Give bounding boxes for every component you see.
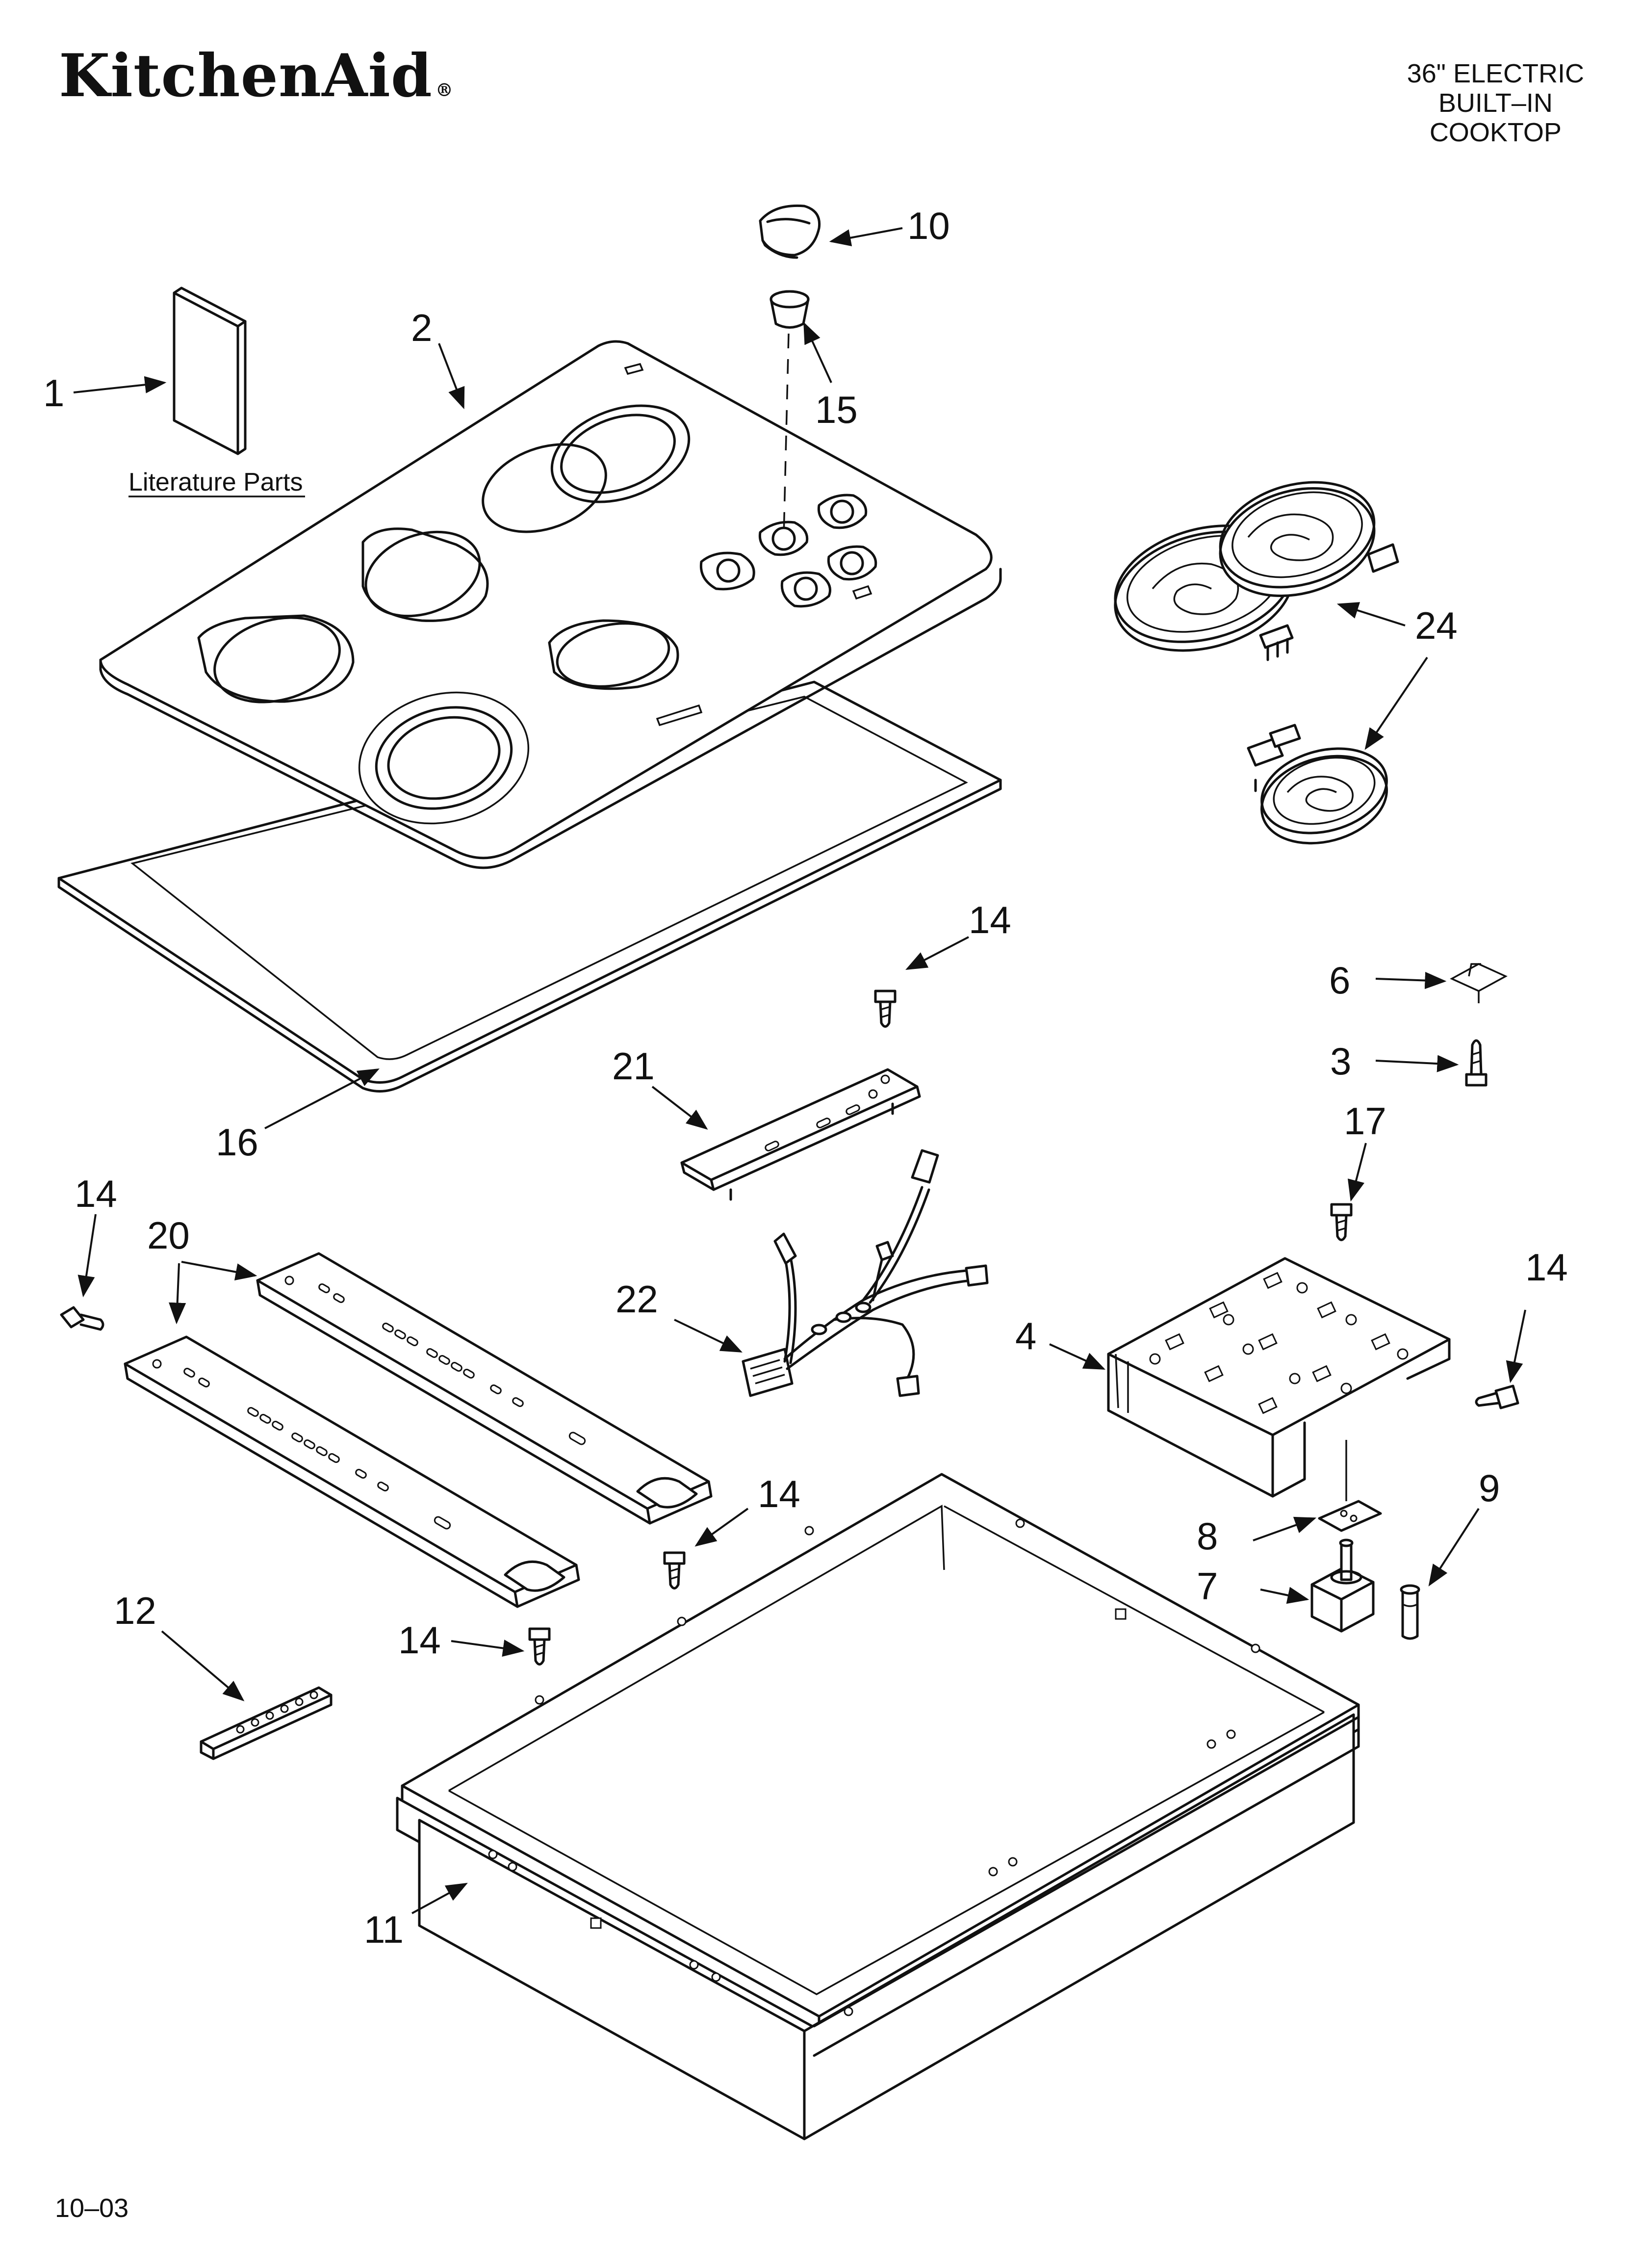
callout-11: 11 [364, 1908, 404, 1951]
callout-22: 22 [616, 1277, 658, 1321]
dual-radiant-element [1114, 481, 1399, 661]
callout-24: 24 [1415, 604, 1458, 647]
screw-right-side [1475, 1384, 1519, 1409]
screw-left-side [60, 1306, 104, 1331]
callout-12: 12 [114, 1589, 156, 1632]
knob-axis-line [783, 333, 790, 538]
callout-14-top: 14 [969, 898, 1011, 941]
screw-lower-left [528, 1627, 551, 1666]
screw-top-bracket [874, 990, 897, 1028]
literature-booklet [173, 287, 247, 455]
cooktop-gasket [57, 680, 1002, 1093]
literature-label: Literature Parts [128, 468, 303, 496]
callout-9: 9 [1479, 1466, 1500, 1510]
callout-leaders [73, 227, 1526, 1914]
registered-mark: ® [435, 80, 454, 101]
callout-16: 16 [216, 1121, 258, 1164]
element-clip [1450, 963, 1508, 1003]
callout-20: 20 [147, 1214, 190, 1257]
screw-lower-middle [663, 1551, 686, 1590]
clip-screw [1465, 1039, 1488, 1087]
callout-15: 15 [815, 388, 858, 431]
front-bracket [680, 1068, 921, 1201]
callout-7: 7 [1197, 1564, 1218, 1608]
brand-name: KitchenAid [59, 41, 433, 110]
knob-insert [770, 290, 810, 329]
control-box [1107, 1257, 1451, 1498]
push-pin [1400, 1584, 1420, 1640]
model-description: 36" ELECTRIC BUILT–IN COOKTOP [1407, 59, 1584, 147]
mounting-plate [1318, 1500, 1382, 1532]
callout-10: 10 [907, 204, 950, 247]
callout-21: 21 [612, 1044, 655, 1088]
model-line-1: 36" ELECTRIC [1407, 59, 1584, 88]
side-bracket-front [124, 1335, 580, 1608]
callout-labels: 1 2 10 15 24 16 14 6 3 21 17 14 20 22 4 … [43, 204, 1568, 1951]
date-code: 10–03 [55, 2193, 129, 2223]
callout-8: 8 [1197, 1514, 1218, 1558]
callout-2: 2 [411, 306, 432, 349]
callout-14-left: 14 [75, 1172, 117, 1215]
glass-cooktop [99, 340, 1002, 869]
infinite-switch [1310, 1538, 1375, 1633]
wiring-harness [742, 1149, 989, 1397]
base-tray [396, 1473, 1360, 2140]
callout-4: 4 [1015, 1314, 1036, 1357]
brand-logo: KitchenAid® [59, 47, 454, 105]
model-line-2: BUILT–IN [1438, 88, 1553, 118]
control-knob [759, 204, 821, 259]
callout-1: 1 [43, 371, 64, 415]
callout-14-right: 14 [1525, 1246, 1568, 1289]
screw-17 [1330, 1203, 1353, 1241]
model-line-3: COOKTOP [1429, 118, 1562, 147]
side-bracket-rear [256, 1252, 713, 1525]
callout-14-middle: 14 [758, 1472, 800, 1515]
callout-6: 6 [1329, 959, 1350, 1002]
callout-14-lower: 14 [398, 1618, 441, 1662]
callout-3: 3 [1330, 1040, 1351, 1083]
callout-17: 17 [1344, 1099, 1386, 1143]
single-radiant-element [1247, 724, 1388, 845]
hinge-bracket [200, 1686, 333, 1760]
